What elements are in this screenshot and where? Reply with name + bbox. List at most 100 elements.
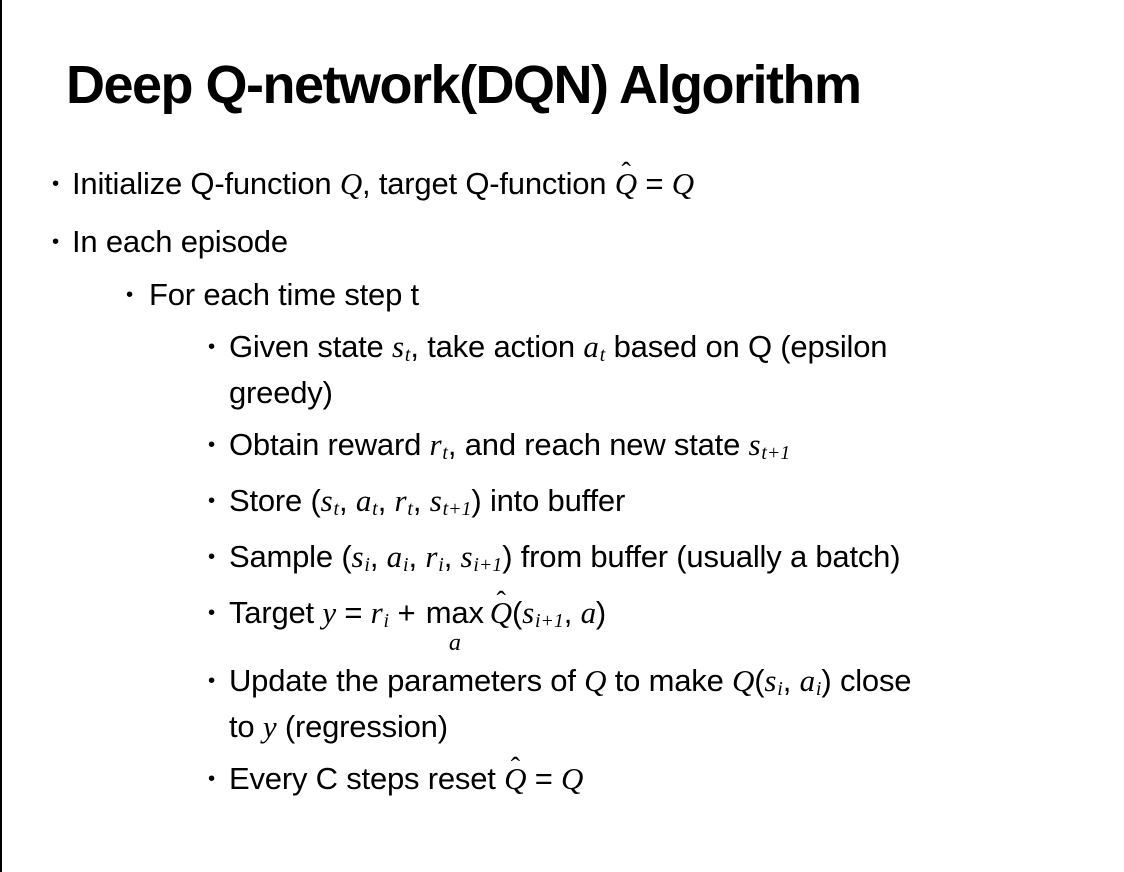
math-var-subscripted: st: [320, 483, 340, 521]
text-run: For each time step t: [149, 277, 419, 312]
bullet-text: In each episode: [72, 221, 1104, 263]
math-var-subscripted: si: [351, 539, 370, 577]
text-run: Sample (: [229, 539, 352, 574]
text-run: , take action: [410, 329, 584, 364]
bullet-dot: •: [208, 489, 215, 512]
math-subscript: i: [364, 554, 370, 577]
bullet-item: •Sample (si, ai, ri, si+1) from buffer (…: [2, 536, 1104, 582]
math-subscript: i+1: [534, 610, 564, 633]
math-subscript: i: [777, 678, 783, 701]
math-var-subscripted: st+1: [429, 483, 472, 521]
math-subscript: i+1: [473, 554, 503, 577]
text-run: Target: [229, 595, 323, 630]
math-subscript: t: [599, 344, 606, 367]
math-var-subscripted: ai: [386, 539, 409, 577]
text-run: Initialize Q-function: [72, 166, 340, 201]
bullet-text: Initialize Q-function Q, target Q-functi…: [72, 157, 1104, 205]
math-var: Q: [504, 761, 527, 796]
text-run: (: [754, 663, 765, 698]
math-var: y: [322, 595, 336, 630]
math-var-subscripted: at: [583, 329, 606, 367]
text-run: (: [511, 595, 523, 630]
math-var: Q: [339, 166, 363, 201]
text-run: ): [595, 595, 607, 630]
bullet-item: •Initialize Q-function Q, target Q-funct…: [2, 157, 1104, 205]
bullet-dot: •: [208, 669, 215, 692]
math-subscript: t: [404, 344, 411, 367]
bullet-text: Given state st, take action at based on …: [229, 326, 1104, 414]
bullet-item: • Obtain reward rt, and reach new state s…: [2, 424, 1104, 470]
text-run: Update the parameters of: [229, 663, 585, 698]
math-var: Q: [561, 761, 584, 796]
math-subscript: t: [333, 498, 340, 521]
text-run: to make: [606, 663, 733, 698]
hat-accent: ˆ: [510, 751, 520, 783]
text-run: greedy): [229, 375, 333, 410]
text-run: Store (: [229, 483, 321, 518]
math-var-subscripted: si: [764, 663, 783, 701]
math-subscript: i: [402, 554, 409, 577]
math-subscript: i: [383, 610, 390, 633]
math-subscript: t: [442, 442, 448, 465]
text-run: ,: [408, 539, 426, 574]
math-var-subscripted: st+1: [748, 427, 791, 465]
math-subscript: t+1: [761, 442, 791, 465]
bullet-dot: •: [208, 545, 215, 568]
bullet-dot: •: [208, 767, 215, 790]
math-subscript: t: [407, 498, 413, 521]
text-run: ,: [369, 539, 387, 574]
math-var: y: [262, 709, 277, 744]
math-var-subscripted: si+1: [460, 539, 503, 577]
text-run: =: [526, 761, 562, 796]
text-run: In each episode: [72, 224, 288, 259]
math-var: Q: [614, 166, 637, 201]
math-var-subscripted: si+1: [522, 595, 564, 633]
text-run: Every C steps reset: [229, 761, 505, 796]
math-var: Q: [489, 595, 512, 630]
max-word: max: [425, 595, 484, 630]
text-run: ) from buffer (usually a batch): [502, 539, 901, 574]
math-subscript: i: [815, 678, 822, 701]
math-var-subscripted: ri: [425, 539, 444, 577]
bullet-dot: •: [208, 335, 215, 358]
bullet-text: Store (st, at, rt, st+1) into buffer: [229, 480, 1104, 526]
text-run: =: [335, 595, 371, 630]
math-subscript: t: [372, 498, 378, 521]
text-run: =: [636, 166, 672, 201]
slide-title: Deep Q-network(DQN) Algorithm: [66, 55, 862, 115]
text-run: ,: [339, 483, 356, 518]
math-var-subscripted: st: [392, 329, 411, 367]
math-var-subscripted: rt: [429, 427, 448, 465]
text-run: ,: [412, 483, 430, 518]
math-var: Q: [732, 663, 755, 698]
text-run: +: [389, 595, 424, 630]
bullet-dot: •: [208, 433, 215, 456]
text-run: , and reach new state: [447, 427, 749, 462]
math-subscript: i: [438, 554, 444, 577]
text-run: to: [229, 709, 263, 744]
math-var-subscripted: at: [355, 483, 378, 521]
bullet-item: • Given state st, take action at based on…: [2, 326, 1104, 414]
text-run: ) into buffer: [471, 483, 626, 518]
text-run: Given state: [229, 329, 393, 364]
text-run: based on Q (epsilon: [605, 329, 888, 364]
text-run: , target Q-function: [362, 166, 615, 201]
bullet-dot: •: [52, 230, 59, 253]
bullet-item: •Update the parameters of Q to make Q(si…: [2, 660, 1104, 748]
math-var: Q: [671, 166, 694, 201]
slide-left-border: [0, 0, 2, 872]
math-var-subscripted: ri: [370, 595, 390, 633]
math-var-subscripted: ai: [799, 663, 822, 701]
math-var: a: [580, 595, 597, 630]
bullet-dot: •: [126, 283, 133, 306]
bullet-text: Obtain reward rt, and reach new state st…: [229, 424, 1104, 470]
text-run: ,: [782, 663, 800, 698]
text-run: ) close: [821, 663, 912, 698]
